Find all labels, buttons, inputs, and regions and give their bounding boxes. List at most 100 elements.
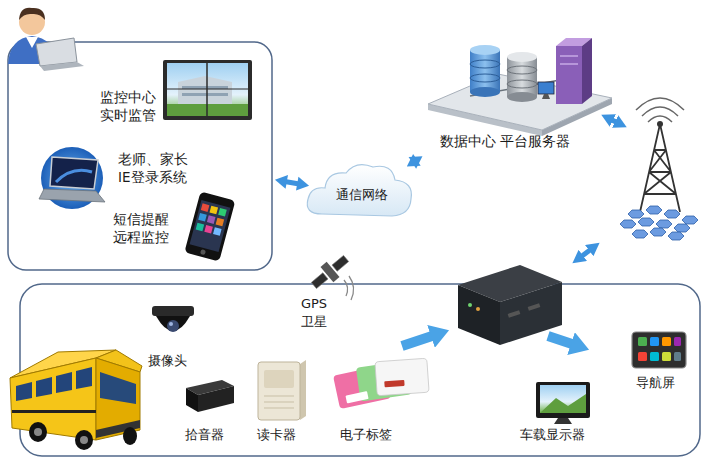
navigation-screen-part: [650, 352, 659, 361]
navigation-screen-part: [638, 352, 647, 361]
arrow-head: [296, 177, 309, 191]
gps-satellite: [307, 251, 353, 300]
dvr-host-part: [508, 310, 521, 318]
vehicle-display-part: [536, 382, 590, 418]
signal-tower-part: [620, 206, 698, 240]
card-reader-part: [264, 396, 294, 397]
monitor-screen-part: [167, 89, 248, 90]
signal-tower-part-part: [668, 232, 684, 240]
phone-icon-part: [190, 200, 231, 252]
gps-satellite-part-part: [311, 273, 328, 289]
signal-tower-part-part: [638, 218, 654, 226]
school-bus-part: [76, 367, 92, 389]
node-label: 通信网络: [336, 186, 388, 204]
node-label: 摄像头: [148, 352, 187, 370]
node-label: GPS 卫星: [296, 295, 332, 330]
node-label: 数据中心 平台服务器: [440, 132, 570, 150]
node-label: 读卡器: [257, 426, 296, 444]
laptop-icon-part: [50, 157, 98, 189]
rfid-cards-part: [345, 391, 368, 403]
arrow-head: [407, 154, 421, 166]
navigation-screen: [632, 332, 686, 368]
server-illustration-part: [507, 92, 537, 102]
rfid-cards-part: [384, 380, 404, 387]
camera-icon-part: [156, 316, 190, 331]
server-illustration-part: [470, 74, 500, 82]
navigation-screen-part: [632, 332, 686, 368]
signal-tower-part-part: [650, 228, 666, 236]
school-bus: [10, 350, 142, 450]
cloud-shape: [307, 165, 411, 216]
signal-tower-part-part: [674, 224, 690, 232]
phone-icon-part: [198, 213, 207, 222]
tower-dvr-arrow: [582, 250, 590, 256]
school-bus-part: [36, 377, 52, 397]
school-bus-part: [10, 358, 96, 440]
server-illustration-part: [470, 60, 500, 68]
signal-tower-part-part: [632, 230, 648, 238]
node-label: 车载显示器: [520, 426, 585, 444]
signal-tower-part-part: [682, 216, 698, 224]
school-bus-part: [56, 372, 72, 393]
server-illustration-part: [542, 94, 550, 99]
node-label: 电子标签: [340, 426, 392, 444]
node-label: 老师、家长 IE登录系统: [118, 150, 192, 186]
phone-icon-part: [201, 203, 210, 212]
server-illustration-part: [470, 45, 500, 55]
navigation-screen-part: [662, 337, 671, 346]
signal-tower-part-part: [664, 210, 680, 218]
server-illustration-part: [538, 82, 554, 94]
camera-icon-part: [167, 320, 179, 332]
top-panel-outline: [8, 42, 272, 270]
school-bus-part: [80, 436, 88, 444]
signal-tower-part-part: [620, 220, 636, 228]
server-illustration-part: [560, 63, 578, 65]
phone-icon-part: [184, 191, 235, 261]
camera-icon-part: [152, 306, 194, 316]
microphone-box: [186, 380, 234, 412]
gps-satellite-part: [307, 251, 352, 293]
signal-tower-part: [636, 98, 684, 122]
signal-tower-part: [657, 121, 663, 127]
phone-icon-part: [218, 208, 227, 217]
signal-tower-part-part: [656, 220, 672, 228]
vehicle-display-part: [540, 385, 586, 413]
node-label: 导航屏: [636, 374, 675, 392]
dvr-host-part: [476, 307, 480, 311]
dvr-host-part: [528, 303, 541, 311]
rfid-cards: [333, 358, 429, 409]
person-icon-part: [36, 38, 77, 66]
arrow-head: [275, 175, 288, 189]
bottom-panel-outline: [20, 284, 700, 456]
navigation-screen-part: [674, 337, 681, 346]
monitor-panel: 监控中心 实时监管老师、家长 IE登录系统短信提醒 远程监控: [8, 42, 272, 270]
dvr-host: [458, 265, 562, 345]
node-label: 短信提醒 远程监控: [113, 210, 171, 246]
server-illustration-part: [470, 50, 500, 92]
connector-arrow: [275, 175, 309, 191]
server-illustration-part: [507, 80, 537, 88]
card-reader-part: [264, 370, 294, 388]
laptop-icon: [39, 147, 105, 209]
school-bus-part: [34, 428, 42, 436]
phone-icon-part: [207, 215, 216, 224]
school-bus-part: [16, 382, 32, 401]
monitor-screen-part: [167, 63, 248, 116]
laptop-icon-part: [56, 170, 92, 182]
microphone-box-part: [198, 386, 234, 412]
server-illustration-part: [507, 52, 537, 62]
laptop-icon-part: [39, 189, 105, 202]
dvr-display-arrow: [548, 336, 572, 344]
monitor-screen: [163, 60, 252, 120]
gps-satellite-part-part: [332, 255, 349, 271]
signal-tower-part-part: [646, 206, 662, 214]
card-reader-part: [300, 360, 306, 420]
signal-tower-part: [640, 124, 680, 212]
vehicle-display: [536, 382, 590, 424]
phone-icon-part: [216, 218, 225, 227]
signal-tower-part-part: [628, 210, 644, 218]
server-illustration: [428, 38, 612, 136]
